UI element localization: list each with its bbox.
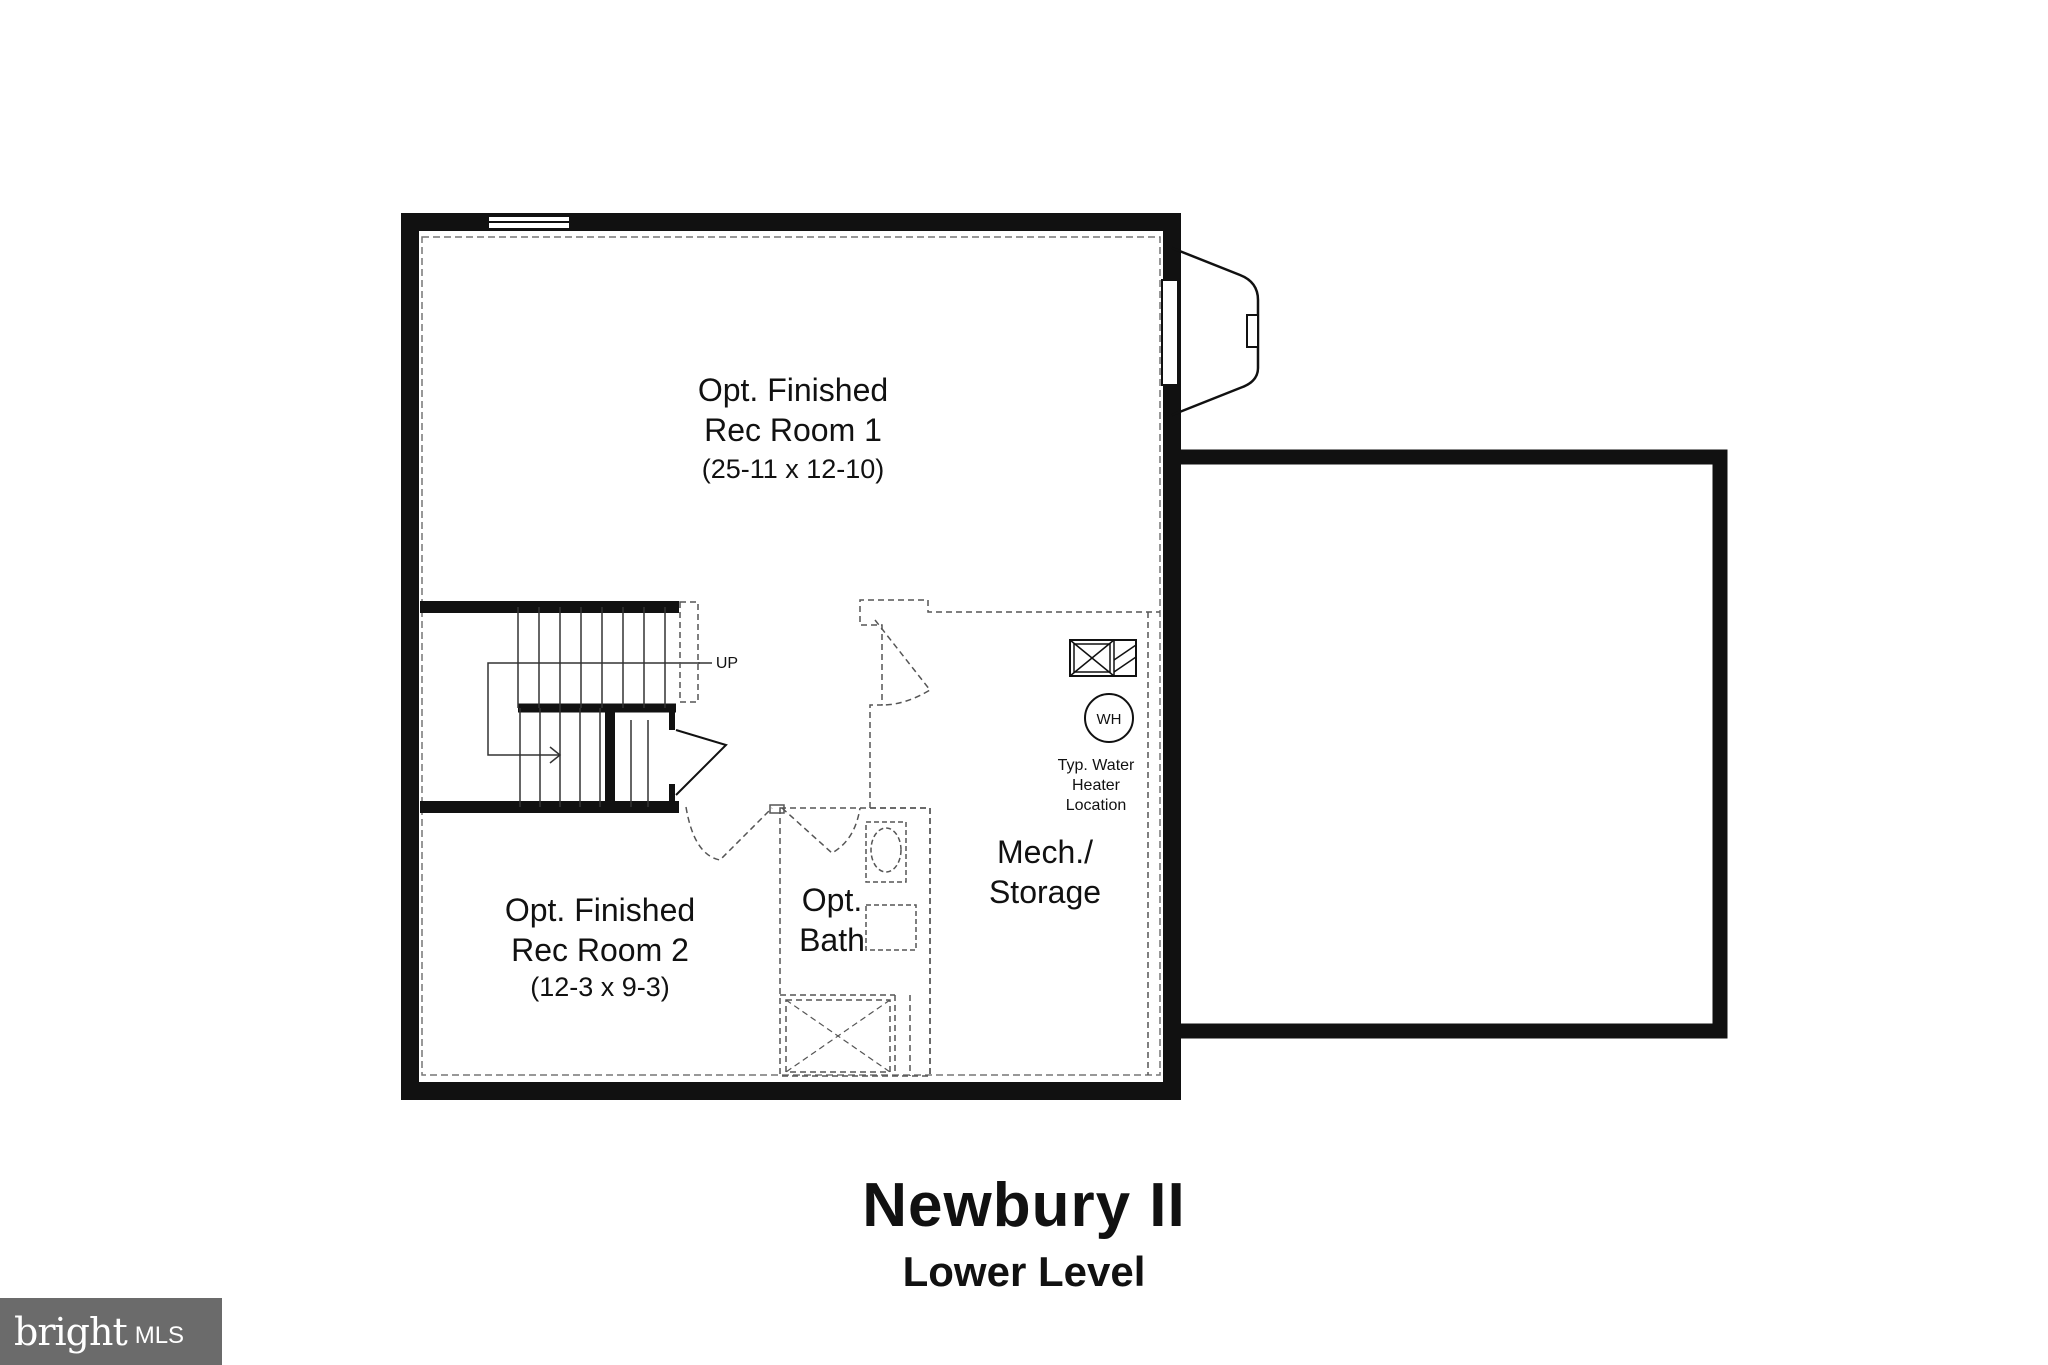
water-heater-note-1: Typ. Water <box>1058 757 1135 774</box>
water-heater-symbol: WH <box>1097 711 1122 728</box>
logo-brand: bright <box>14 1309 128 1354</box>
closet-door <box>675 729 728 796</box>
rec-room-1-label-2: Rec Room 1 <box>704 412 882 448</box>
furnace <box>1069 639 1137 677</box>
garage-outline <box>1172 449 1728 1039</box>
stair-treads <box>517 607 666 807</box>
rec-room-2-label-2: Rec Room 2 <box>511 932 689 968</box>
water-heater-note-2: Heater <box>1072 777 1121 794</box>
toilet <box>870 827 902 873</box>
finish-line <box>421 236 1161 1076</box>
rec-room-1-label-1: Opt. Finished <box>698 372 888 408</box>
bright-mls-logo: bright MLS <box>0 1298 222 1365</box>
water-heater-icon <box>1084 693 1134 743</box>
bath-label-2: Bath <box>799 922 865 958</box>
window-well <box>1171 246 1260 417</box>
bath-door <box>781 807 861 854</box>
bath-label-1: Opt. <box>802 882 862 918</box>
rec2-door <box>685 806 773 861</box>
stair-up-label: UP <box>716 655 738 672</box>
shower <box>785 999 891 1073</box>
rec-room-2-dims: (12-3 x 9-3) <box>530 972 670 1002</box>
water-heater-note-3: Location <box>1066 797 1127 814</box>
plan-subtitle: Lower Level <box>902 1248 1146 1295</box>
mech-label-2: Storage <box>989 874 1101 910</box>
mech-label-1: Mech./ <box>997 834 1093 870</box>
stair-arrow <box>487 662 700 756</box>
plan-title: Newbury II <box>862 1171 1186 1240</box>
rec-room-2-label-1: Opt. Finished <box>505 892 695 928</box>
mech-door <box>874 619 932 706</box>
basement-outer-wall <box>401 213 1181 1100</box>
rec-room-1-dims: (25-11 x 12-10) <box>702 454 885 484</box>
logo-suffix: MLS <box>134 1321 185 1349</box>
side-window <box>1161 279 1179 386</box>
vanity <box>865 904 917 951</box>
